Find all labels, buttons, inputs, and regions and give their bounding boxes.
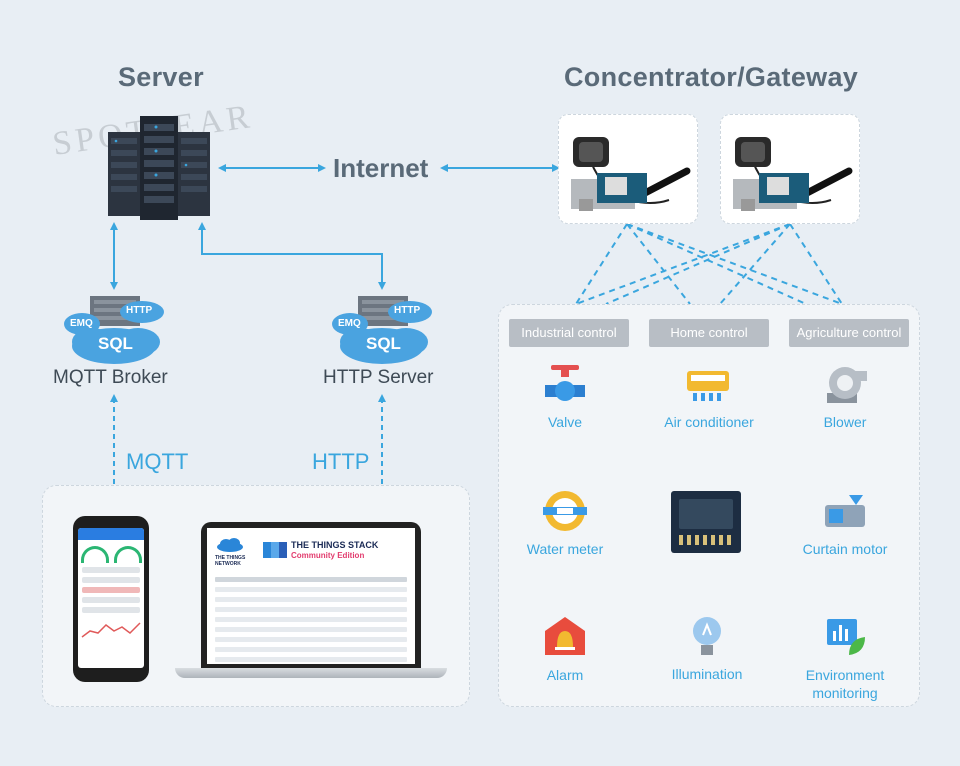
category-agriculture: Agriculture control — [789, 319, 909, 347]
lora-module-chip — [671, 491, 741, 553]
gateway-board-icon — [733, 137, 853, 211]
client-panel: THE THINGS NETWORK THE THINGS STACK Comm… — [42, 485, 470, 707]
gateway-box-2 — [720, 114, 860, 224]
ttn-title: THE THINGS STACK — [291, 540, 379, 550]
server-rack-icon — [108, 116, 210, 220]
mqtt-protocol-label: MQTT — [126, 449, 189, 474]
ttn-logo: THE THINGS NETWORK — [215, 555, 246, 567]
sql-label: SQL — [366, 334, 401, 353]
http-server-label: HTTP Server — [323, 367, 434, 388]
environment-monitoring-icon — [827, 619, 865, 655]
mqtt-broker-icon: EMQ HTTP SQL — [62, 294, 166, 366]
blower-icon — [827, 367, 867, 403]
mqtt-broker-label: MQTT Broker — [53, 367, 168, 388]
gateway-box-1 — [558, 114, 698, 224]
water-meter-label: Water meter — [526, 541, 604, 557]
gateway-board-icon — [571, 137, 691, 211]
gateway-heading: Concentrator/Gateway — [564, 62, 859, 92]
server-heading: Server — [118, 62, 204, 92]
emq-label: EMQ — [70, 318, 93, 329]
http-server-icon: EMQ HTTP SQL — [330, 294, 434, 366]
laptop-screen: THE THINGS NETWORK THE THINGS STACK Comm… — [207, 528, 415, 664]
environment-monitoring-label: Environment monitoring — [805, 667, 885, 701]
ttn-subtitle: Community Edition — [291, 551, 365, 560]
http-protocol-label: HTTP — [312, 449, 370, 474]
cloud-server-icon — [332, 296, 432, 364]
valve-icon — [545, 365, 585, 401]
phone-chart-icon — [81, 622, 141, 638]
data-table — [215, 572, 407, 664]
alarm-icon — [545, 617, 585, 655]
alarm-label: Alarm — [546, 667, 584, 683]
category-home: Home control — [649, 319, 769, 347]
internet-label: Internet — [333, 153, 429, 183]
valve-label: Valve — [548, 414, 582, 430]
cloud-logo-icon — [217, 538, 243, 552]
category-industrial: Industrial control — [509, 319, 629, 347]
laptop: THE THINGS NETWORK THE THINGS STACK Comm… — [201, 522, 421, 670]
http-tag: HTTP — [126, 305, 153, 316]
stack-logo-icon — [263, 542, 287, 558]
emq-label: EMQ — [338, 318, 361, 329]
cloud-server-icon — [64, 296, 164, 364]
curtain-motor-icon — [825, 495, 865, 527]
air-conditioner-icon — [687, 371, 729, 401]
http-tag: HTTP — [394, 305, 421, 316]
link-server-http — [198, 222, 386, 290]
laptop-base — [175, 668, 447, 678]
water-meter-icon — [543, 491, 587, 531]
blower-label: Blower — [823, 414, 867, 430]
sql-label: SQL — [98, 334, 133, 353]
devices-panel: Industrial control Home control Agricult… — [498, 304, 920, 707]
curtain-motor-label: Curtain motor — [802, 541, 888, 557]
illumination-label: Illumination — [671, 666, 743, 682]
smartphone — [73, 516, 149, 682]
illumination-icon — [693, 617, 721, 655]
air-conditioner-label: Air conditioner — [664, 414, 754, 430]
phone-screen — [78, 528, 144, 668]
